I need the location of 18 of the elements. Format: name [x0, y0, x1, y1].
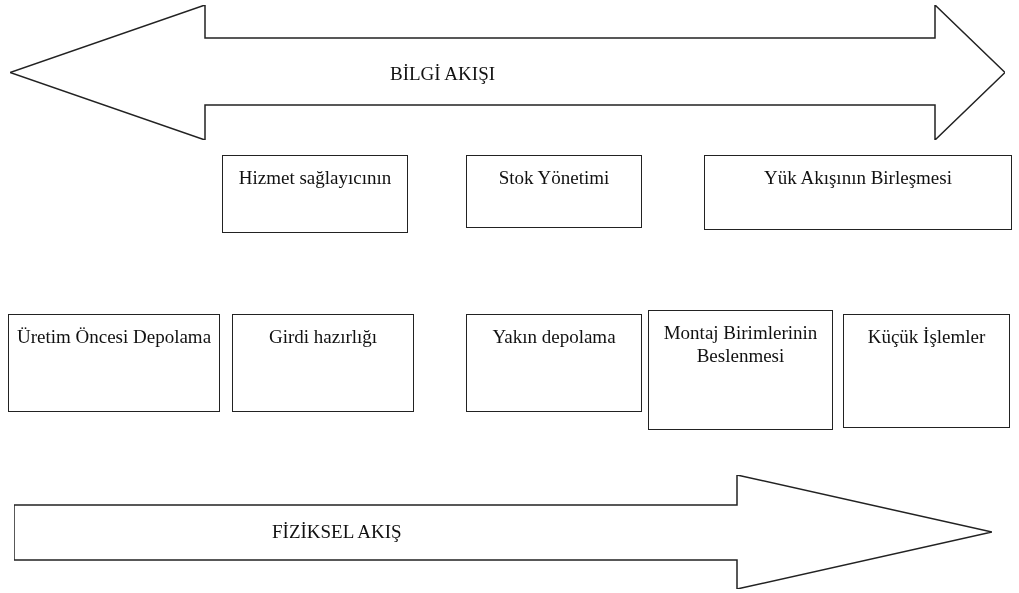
box-label: Montaj Birimlerinin Beslenmesi — [662, 321, 819, 367]
process-box — [466, 314, 642, 412]
arrow-label: FİZİKSEL AKIŞ — [272, 521, 402, 543]
arrow-label: BİLGİ AKIŞI — [390, 63, 496, 85]
process-box — [8, 314, 220, 412]
process-box — [222, 155, 408, 233]
process-box — [648, 310, 833, 430]
box-label: Küçük İşlemler — [866, 325, 987, 348]
process-box — [704, 155, 1012, 230]
process-box — [843, 314, 1010, 428]
box-label: Stok Yönetimi — [497, 166, 611, 189]
box-label: Yük Akışının Birleşmesi — [763, 166, 953, 189]
box-label: Üretim Öncesi Depolama — [15, 325, 213, 348]
process-box — [466, 155, 642, 228]
box-label: Yakın depolama — [491, 325, 617, 348]
box-label: Hizmet sağlayıcının — [237, 166, 393, 189]
box-label: Girdi hazırlığı — [267, 325, 379, 348]
process-box — [232, 314, 414, 412]
